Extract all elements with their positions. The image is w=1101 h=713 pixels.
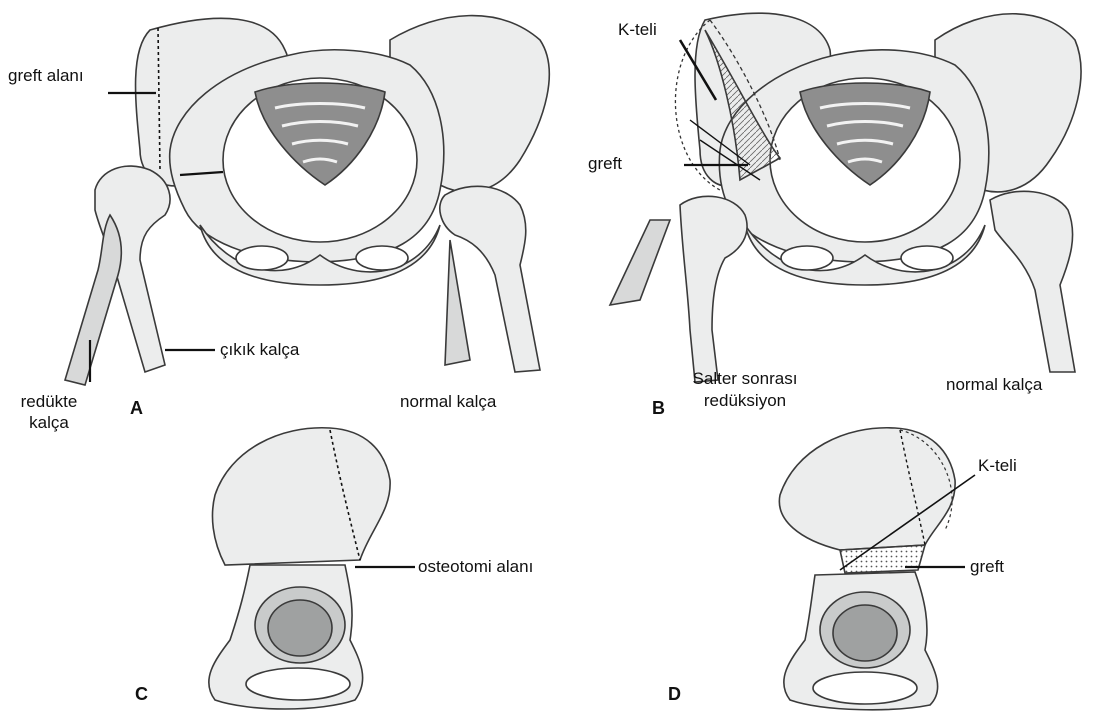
panel-a-label-graft-area: greft alanı: [8, 66, 84, 86]
panel-c-obturator-foramen: [246, 668, 350, 700]
panel-a-label-normal-hip: normal kalça: [400, 392, 496, 412]
panel-b-reduced-femur: [680, 196, 747, 382]
panel-d-ilium: [779, 428, 955, 550]
panel-c-ilium: [212, 428, 390, 565]
panel-d-obturator-foramen: [813, 672, 917, 704]
panel-b-label-salter-line2: redüksiyon: [680, 391, 810, 411]
panel-b-pelvis: [610, 13, 1081, 382]
panel-d-label-graft: greft: [970, 557, 1004, 577]
panel-b-label-graft: greft: [588, 154, 622, 174]
panel-c-label-osteotomy-area: osteotomi alanı: [418, 557, 533, 577]
panel-a-label-reduced-hip-line2: kalça: [14, 413, 84, 433]
panel-d-letter: D: [668, 684, 681, 705]
panel-c-hemipelvis: [209, 428, 390, 709]
panel-b-label-salter-line1: Salter sonrası: [680, 369, 810, 389]
panel-a-reduced-femur: [65, 215, 121, 385]
panel-d-graft: [840, 545, 925, 573]
panel-b-label-k-wire: K-teli: [618, 20, 657, 40]
panel-b-normal-femur: [990, 191, 1075, 372]
panel-c-letter: C: [135, 684, 148, 705]
panel-a-pelvis: [65, 16, 549, 385]
panel-b-label-normal-hip: normal kalça: [946, 375, 1042, 395]
panel-a-letter: A: [130, 398, 143, 419]
panel-a-label-dislocated-hip: çıkık kalça: [220, 340, 299, 360]
panel-a-label-reduced-hip-line1: redükte: [14, 392, 84, 412]
panel-d-hemipelvis: [779, 428, 955, 710]
panel-d-label-k-wire: K-teli: [978, 456, 1017, 476]
panel-b-letter: B: [652, 398, 665, 419]
